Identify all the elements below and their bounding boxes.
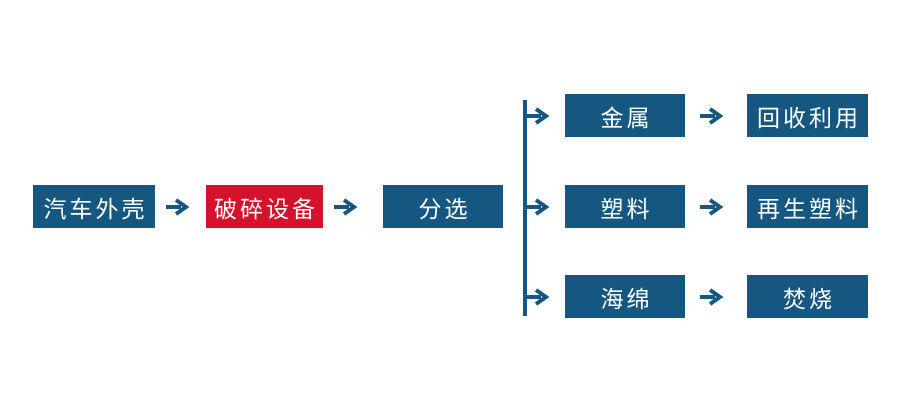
branch-connector-line — [523, 100, 527, 316]
arrow-right-icon — [700, 198, 724, 216]
arrow-right-icon — [700, 288, 724, 306]
node-sponge: 海绵 — [565, 275, 685, 318]
arrow-right-icon — [526, 107, 550, 125]
node-plastic: 塑料 — [565, 185, 685, 228]
arrow-right-icon — [334, 198, 358, 216]
node-recycled-plastic: 再生塑料 — [747, 185, 868, 228]
arrow-right-icon — [526, 288, 550, 306]
node-crushing-equipment: 破碎设备 — [206, 185, 323, 228]
node-recycle-reuse: 回收利用 — [747, 94, 868, 137]
node-incineration: 焚烧 — [747, 275, 868, 318]
arrow-right-icon — [166, 198, 190, 216]
node-metal: 金属 — [565, 94, 685, 137]
arrow-right-icon — [526, 198, 550, 216]
node-car-shell: 汽车外壳 — [33, 185, 155, 228]
arrow-right-icon — [700, 107, 724, 125]
node-sorting: 分选 — [383, 185, 503, 228]
